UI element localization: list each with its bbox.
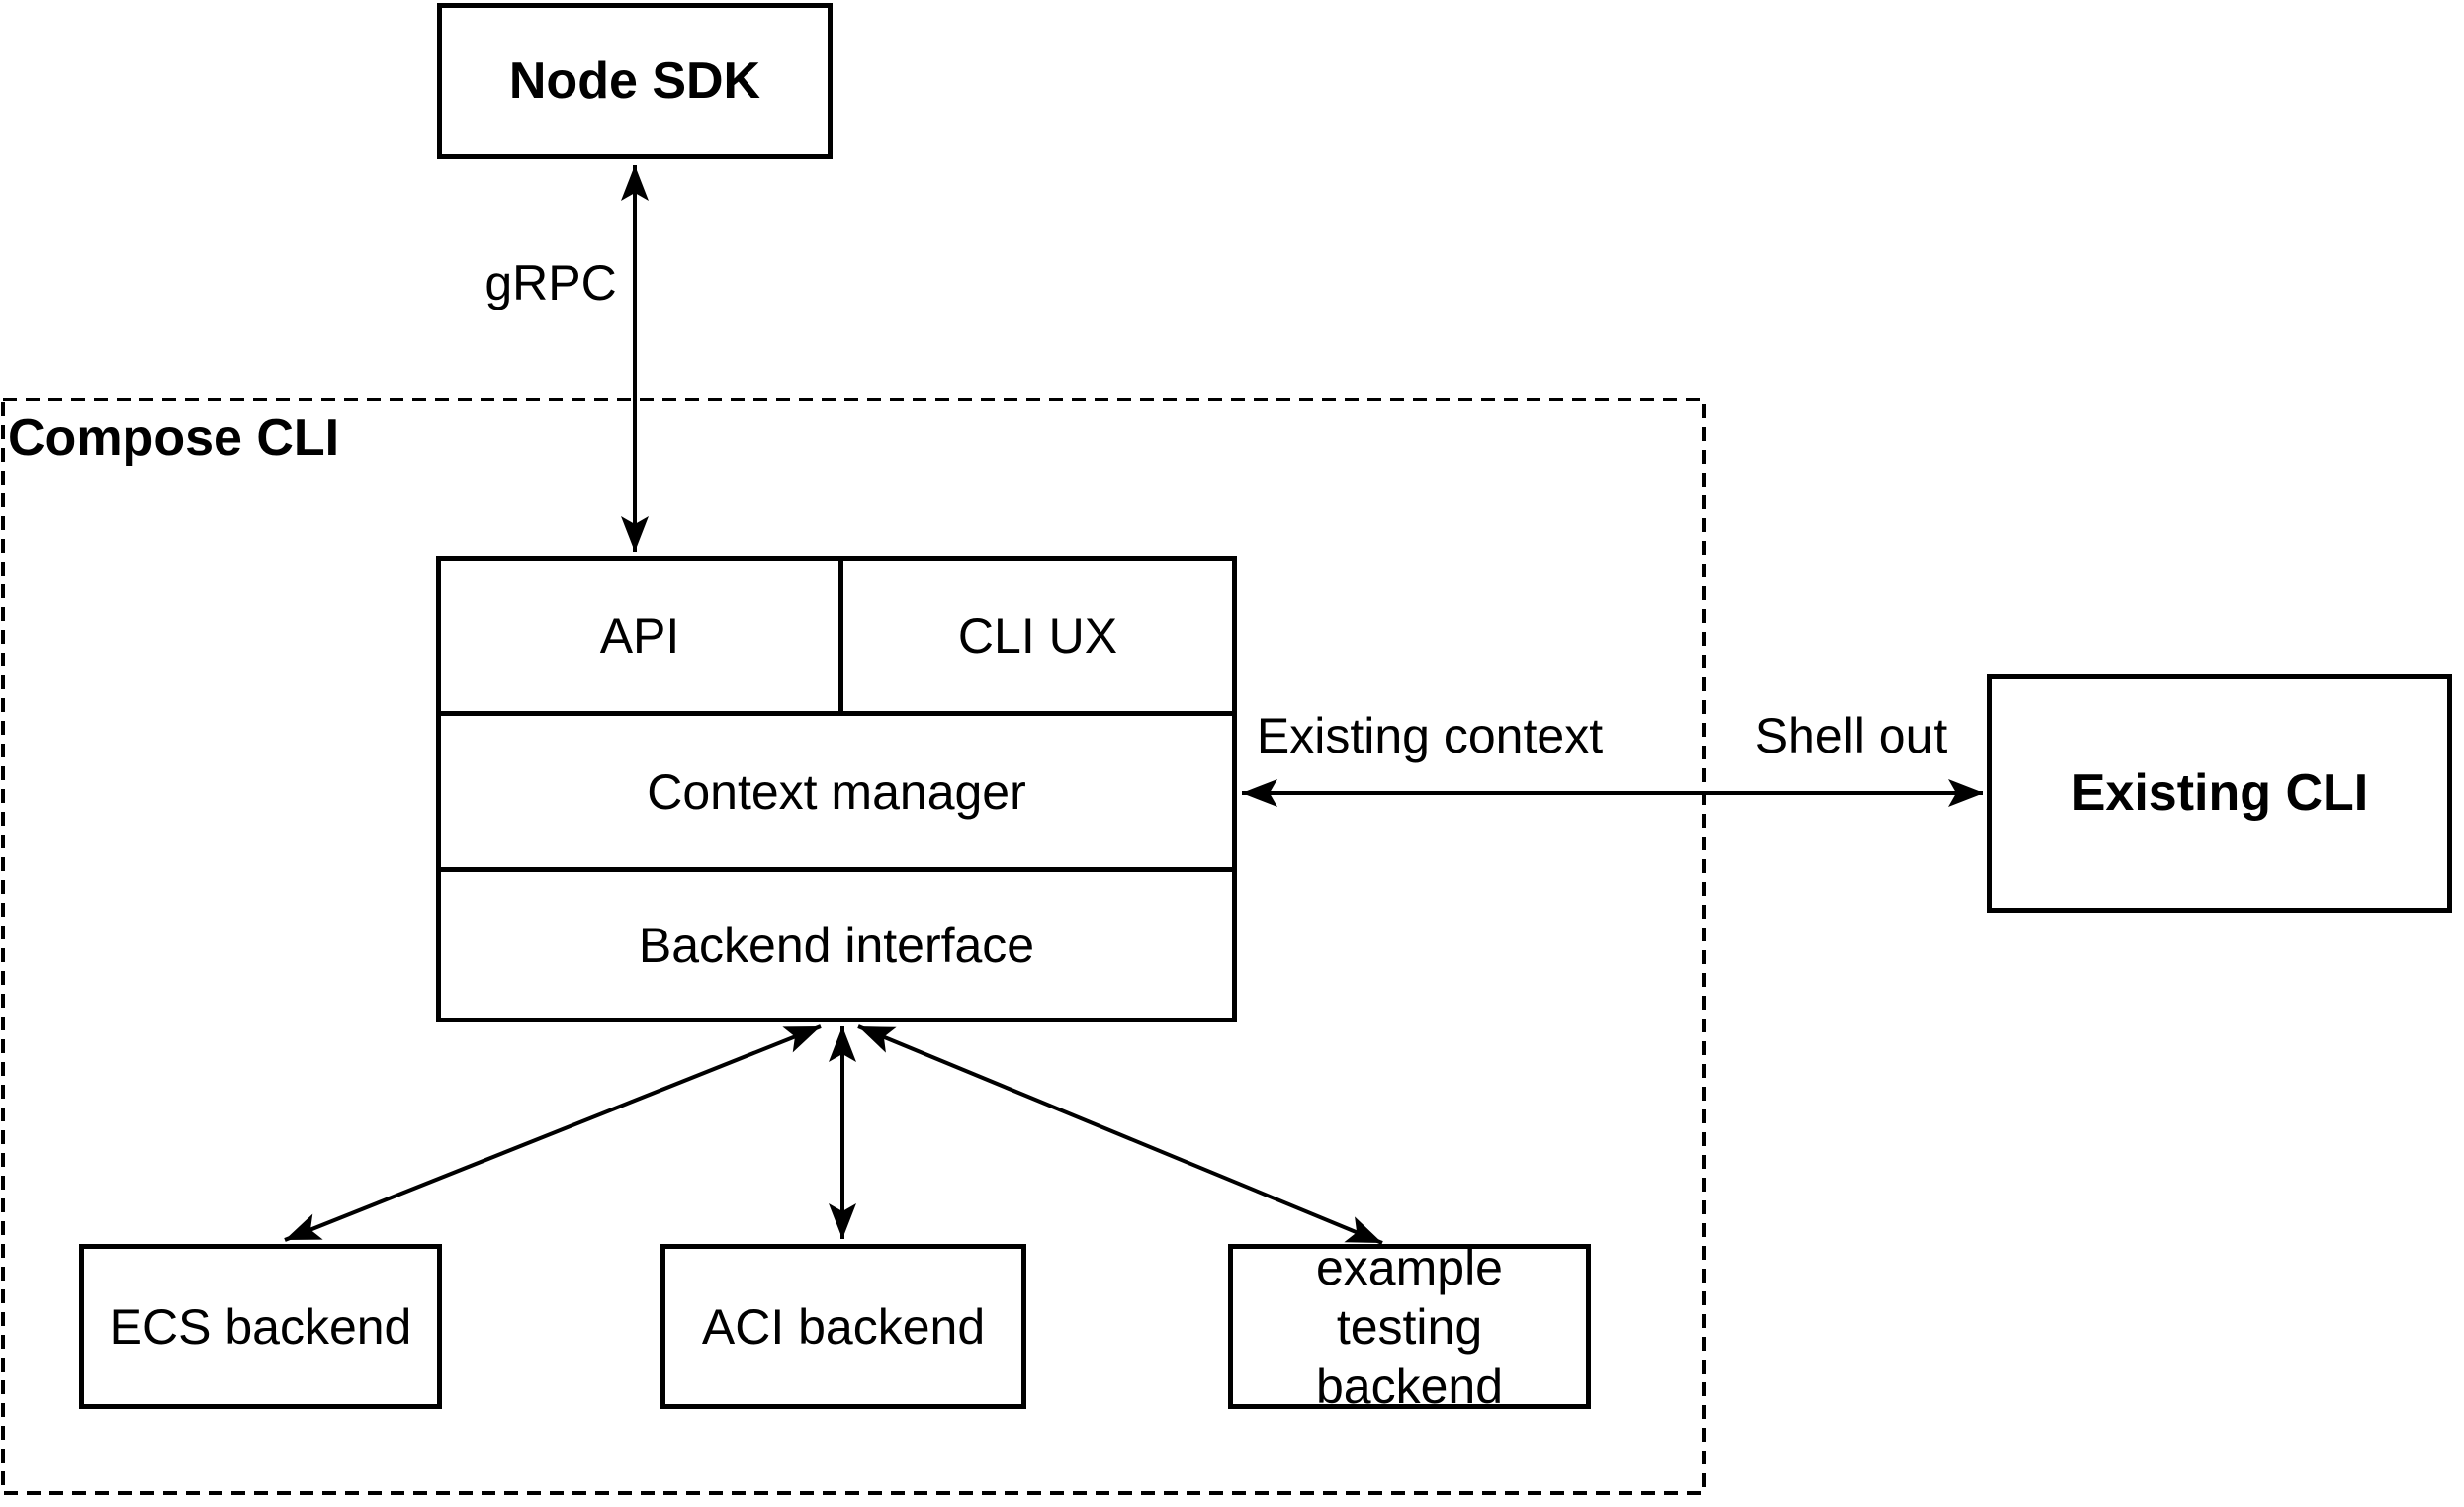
existing-cli-label: Existing CLI <box>2070 764 2369 823</box>
ecs-backend-box: ECS backend <box>79 1244 442 1409</box>
context-manager-label: Context manager <box>647 763 1026 820</box>
grpc-edge-label: gRPC <box>481 254 621 311</box>
node-sdk-label: Node SDK <box>508 51 761 110</box>
edge-backend-example <box>857 1024 1383 1245</box>
cli-ux-label: CLI UX <box>957 608 1118 664</box>
api-cell: API <box>441 561 843 711</box>
api-label: API <box>599 608 680 664</box>
example-testing-backend-label: example testing backend <box>1315 1239 1504 1414</box>
aci-backend-label: ACI backend <box>701 1298 986 1355</box>
aci-backend-box: ACI backend <box>660 1244 1026 1409</box>
context-manager-cell: Context manager <box>441 716 1232 872</box>
existing-context-edge-label: Existing context <box>1252 707 1608 764</box>
backend-interface-label: Backend interface <box>638 917 1035 973</box>
backend-interface-cell: Backend interface <box>441 872 1232 1018</box>
example-testing-backend-box: example testing backend <box>1228 1240 1591 1414</box>
existing-cli-box: Existing CLI <box>1987 674 2452 913</box>
compose-cli-container-label: Compose CLI <box>8 409 340 467</box>
cli-ux-cell: CLI UX <box>843 561 1232 711</box>
ecs-backend-label: ECS backend <box>109 1298 412 1355</box>
shell-out-edge-label: Shell out <box>1750 707 1952 764</box>
edge-backend-ecs <box>284 1024 822 1242</box>
node-sdk-box: Node SDK <box>437 3 833 159</box>
stack-top-row: API CLI UX <box>441 561 1232 716</box>
compose-cli-stack: API CLI UX Context manager Backend inter… <box>436 556 1237 1022</box>
